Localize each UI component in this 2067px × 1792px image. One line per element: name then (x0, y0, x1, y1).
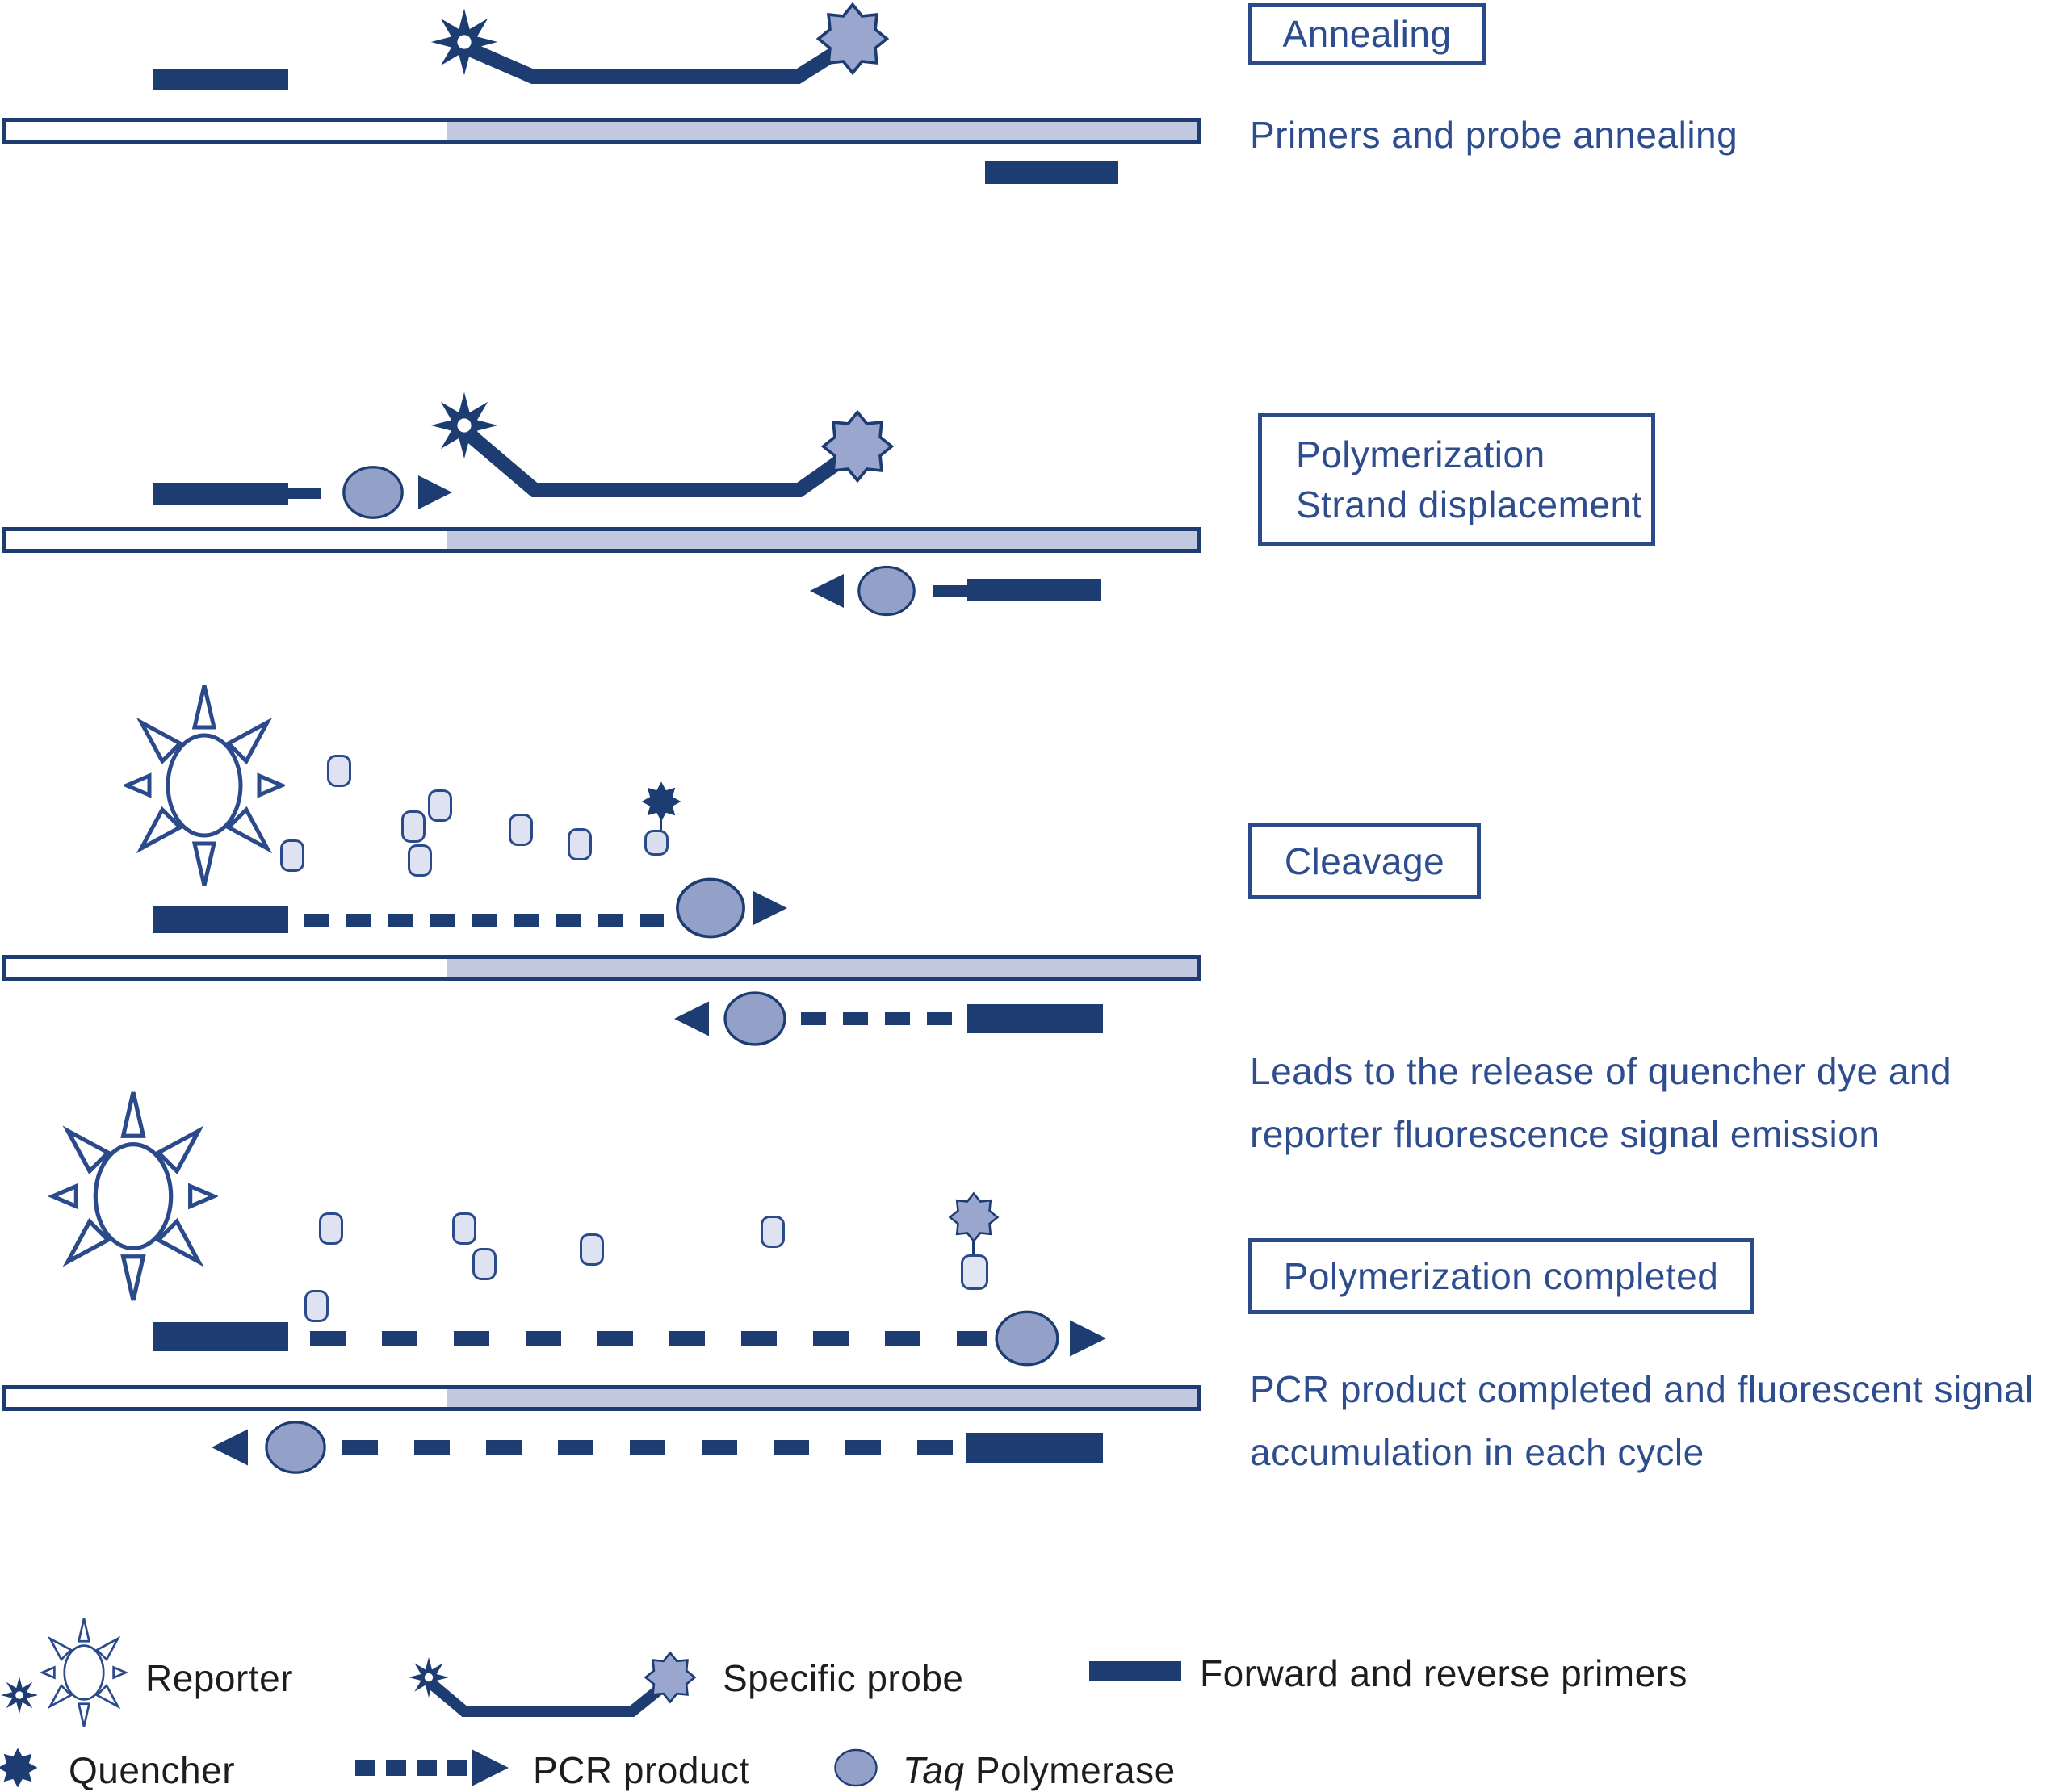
reporter-icon (431, 9, 498, 76)
extension-arrow-icon (753, 890, 787, 926)
quencher-nucleotide-link (972, 1241, 975, 1256)
quencher-icon (0, 1748, 38, 1788)
reverse-primer (985, 161, 1118, 184)
taq-polymerase-icon (723, 991, 786, 1046)
reverse-primer (967, 1004, 1103, 1033)
taq-rest: Polymerase (964, 1749, 1176, 1791)
pcr-product-dashes-icon (355, 1760, 467, 1776)
nucleotide (761, 1216, 785, 1248)
step-label-line1: Polymerization (1296, 433, 1545, 475)
step-caption-line2: accumulation in each cycle (1250, 1431, 1704, 1473)
forward-primer (153, 1322, 288, 1351)
extension-arrow-icon (810, 574, 844, 608)
taq-polymerase-icon (342, 466, 404, 519)
step-label-box: Polymerization completed (1248, 1238, 1754, 1314)
taq-polymerase-icon (995, 1310, 1059, 1367)
step-label-box: Annealing (1248, 3, 1486, 65)
template-synthesized-region (447, 531, 1197, 549)
step-label-line2: Strand displacement (1296, 484, 1642, 525)
extension-arrow-icon (212, 1429, 248, 1466)
template-strand (2, 118, 1201, 144)
taq-polymerase-icon (265, 1421, 326, 1474)
taq-polymerase-icon (834, 1748, 878, 1787)
forward-primer (153, 483, 288, 505)
legend-label-specific-probe: Specific probe (723, 1657, 964, 1699)
extension-arrow-icon (1070, 1320, 1106, 1357)
pcr-product-arrow-icon (472, 1749, 509, 1786)
step-label: Polymerization completed (1283, 1255, 1719, 1297)
nucleotide (644, 830, 669, 856)
step-caption-line1: PCR product completed and fluorescent si… (1250, 1368, 2034, 1410)
specific-probe (412, 2, 889, 84)
reporter-star-icon (0, 1676, 39, 1715)
forward-primer (153, 69, 288, 90)
taq-polymerase-icon (676, 877, 745, 939)
taq-italic: Taq (903, 1749, 965, 1791)
step-label-box: Cleavage (1248, 823, 1481, 899)
nucleotide (961, 1254, 988, 1290)
quencher-nucleotide-link (660, 817, 662, 831)
reverse-primer (967, 579, 1101, 601)
template-strand (2, 955, 1201, 981)
taq-polymerase-icon (857, 565, 916, 617)
reverse-primer (966, 1433, 1103, 1463)
pcr-product-dashes (801, 1012, 961, 1025)
nucleotide (568, 828, 592, 860)
released-quencher-icon (949, 1192, 999, 1242)
template-strand (2, 1385, 1201, 1411)
reverse-extension-stub (933, 585, 967, 597)
nucleotide (452, 1212, 476, 1245)
specific-probe-icon (408, 1652, 696, 1717)
step-label: Annealing (1282, 13, 1452, 55)
template-synthesized-region (447, 122, 1197, 140)
legend-label-reporter: Reporter (145, 1657, 293, 1699)
nucleotide (319, 1212, 343, 1245)
nucleotide (401, 810, 426, 843)
released-reporter-icon (124, 680, 285, 890)
quencher-icon (821, 410, 894, 483)
template-synthesized-region (447, 1389, 1197, 1407)
quencher-icon (816, 2, 889, 75)
step-label: Cleavage (1284, 840, 1445, 882)
released-reporter-icon (48, 1087, 218, 1305)
pcr-product-dashes (304, 914, 664, 927)
extension-arrow-icon (674, 1001, 709, 1036)
nucleotide (428, 789, 452, 822)
legend-label-primers: Forward and reverse primers (1200, 1652, 1688, 1694)
step-label-box: Polymerization Strand displacement (1258, 413, 1655, 546)
template-synthesized-region (447, 959, 1197, 977)
primer-bar-icon (1089, 1661, 1181, 1681)
nucleotide (509, 814, 533, 846)
legend-label-taq-polymerase: Taq Polymerase (903, 1748, 1176, 1792)
nucleotide (280, 839, 304, 872)
legend-label-pcr-product: PCR product (533, 1749, 750, 1791)
reporter-icon (431, 392, 498, 459)
pcr-product-dashes (310, 1331, 987, 1346)
nucleotide (304, 1290, 329, 1322)
nucleotide (327, 755, 351, 787)
quencher-icon (644, 1652, 696, 1703)
template-strand (2, 527, 1201, 553)
step-caption-line1: Leads to the release of quencher dye and (1250, 1050, 1952, 1092)
nucleotide (580, 1233, 604, 1266)
pcr-product-dashes (342, 1440, 961, 1455)
nucleotide (408, 844, 432, 877)
legend-label-quencher: Quencher (69, 1749, 236, 1791)
reporter-icon (408, 1656, 450, 1698)
forward-primer (153, 906, 288, 933)
forward-extension-stub (288, 488, 321, 499)
nucleotide (472, 1248, 497, 1280)
specific-probe (412, 379, 894, 497)
step-caption-line2: reporter fluorescence signal emission (1250, 1113, 1880, 1155)
step-caption: Primers and probe annealing (1250, 114, 1738, 156)
reporter-sun-icon (40, 1617, 128, 1728)
